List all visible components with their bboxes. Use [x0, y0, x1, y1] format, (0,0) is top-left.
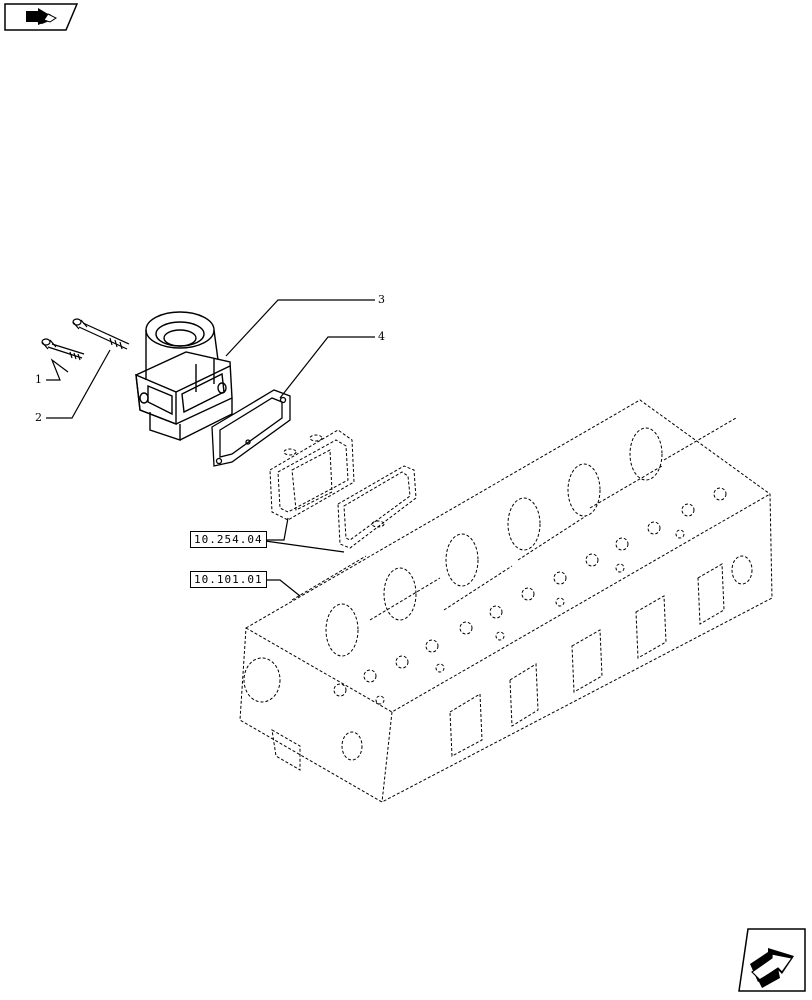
- cylinder-head-dashed: [239, 399, 773, 803]
- gasket: [211, 389, 291, 467]
- reference-link-thermostat-cover[interactable]: 10.254.04: [190, 531, 267, 548]
- bolt-short: [41, 338, 85, 361]
- adjacent-cover-dashed: [269, 429, 417, 549]
- reference-link-cylinder-head[interactable]: 10.101.01: [190, 571, 267, 588]
- callout-1: 1: [35, 373, 42, 386]
- callout-4: 4: [378, 330, 385, 343]
- back-navigation-icon[interactable]: [4, 3, 78, 31]
- callout-3: 3: [378, 293, 385, 306]
- thermostat-housing: [135, 311, 233, 441]
- bolt-long: [72, 318, 130, 350]
- callout-2: 2: [35, 411, 42, 424]
- forward-navigation-icon[interactable]: [738, 928, 806, 992]
